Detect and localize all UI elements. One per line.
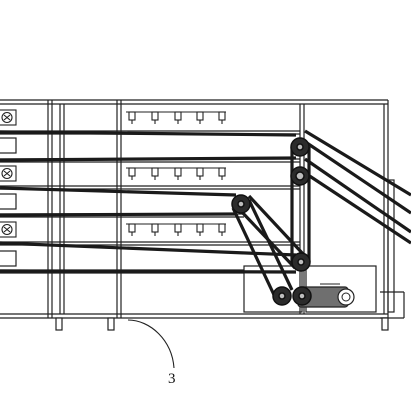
spray-nozzle <box>151 111 159 121</box>
spray-nozzle <box>128 167 136 177</box>
fan-icon <box>0 109 17 126</box>
fan-icon <box>0 221 17 238</box>
belt-pulleys <box>231 137 312 306</box>
leader-line <box>127 319 175 369</box>
conveyor-belts <box>0 129 411 298</box>
fan-panels <box>0 109 17 238</box>
spray-nozzle <box>196 223 204 233</box>
spray-nozzles <box>126 111 226 236</box>
drive-motor <box>297 283 355 308</box>
frame <box>0 99 405 319</box>
fan-icon <box>0 165 17 182</box>
callout-3: 3 <box>127 319 176 387</box>
spray-nozzle <box>218 223 226 233</box>
spray-nozzle <box>174 167 182 177</box>
spray-nozzle <box>128 111 136 121</box>
spray-nozzle <box>218 167 226 177</box>
spray-nozzle <box>151 223 159 233</box>
spray-nozzle <box>128 223 136 233</box>
spray-nozzle <box>174 223 182 233</box>
spray-nozzle <box>196 111 204 121</box>
spray-nozzle <box>151 167 159 177</box>
callout-label: 3 <box>168 371 176 387</box>
drawer-panels <box>0 137 17 267</box>
spray-nozzle <box>218 111 226 121</box>
spray-nozzle <box>174 111 182 121</box>
legs <box>55 317 389 331</box>
spray-nozzle <box>196 167 204 177</box>
